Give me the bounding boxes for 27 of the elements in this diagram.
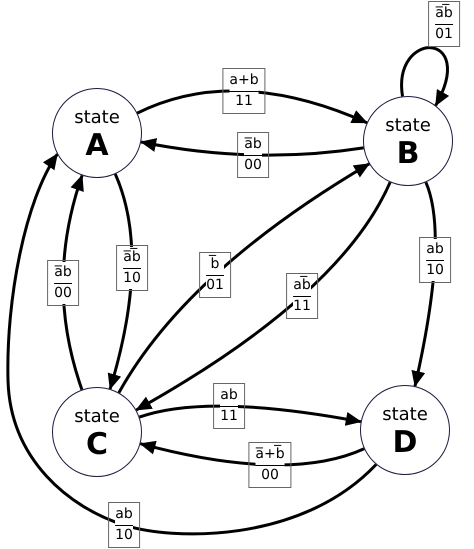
arrow xyxy=(400,46,449,106)
state-caption: state xyxy=(74,107,120,129)
state-name: A xyxy=(85,129,109,163)
edge-label: a̅b 00 xyxy=(47,260,79,306)
arrow xyxy=(138,404,362,426)
edge-label: ab 10 xyxy=(419,237,451,283)
edge-label: ab 11 xyxy=(213,383,245,429)
arrow xyxy=(118,162,370,394)
edge-label: ab 10 xyxy=(108,502,140,548)
arrow xyxy=(135,182,392,412)
edge-label: a̅b̅ 01 xyxy=(428,1,460,47)
state-caption: state xyxy=(382,404,428,426)
edge-label: a̅b 00 xyxy=(237,132,269,178)
edge-label: a+b 11 xyxy=(222,68,266,114)
state-caption: state xyxy=(385,115,431,137)
state-name: B xyxy=(396,137,420,171)
arrow xyxy=(136,90,368,124)
edge-label: a̅+b̅ 00 xyxy=(248,442,292,488)
state-caption: state xyxy=(74,406,120,428)
state-name: C xyxy=(86,428,108,462)
edge-label: ab̅ 11 xyxy=(286,273,318,319)
edge-label: b̅ 01 xyxy=(199,252,231,298)
state-name: D xyxy=(392,426,418,460)
arrow xyxy=(6,153,378,536)
edge-label: a̅b̅ 10 xyxy=(116,245,148,291)
arrow xyxy=(139,440,365,466)
arrow xyxy=(140,138,364,157)
